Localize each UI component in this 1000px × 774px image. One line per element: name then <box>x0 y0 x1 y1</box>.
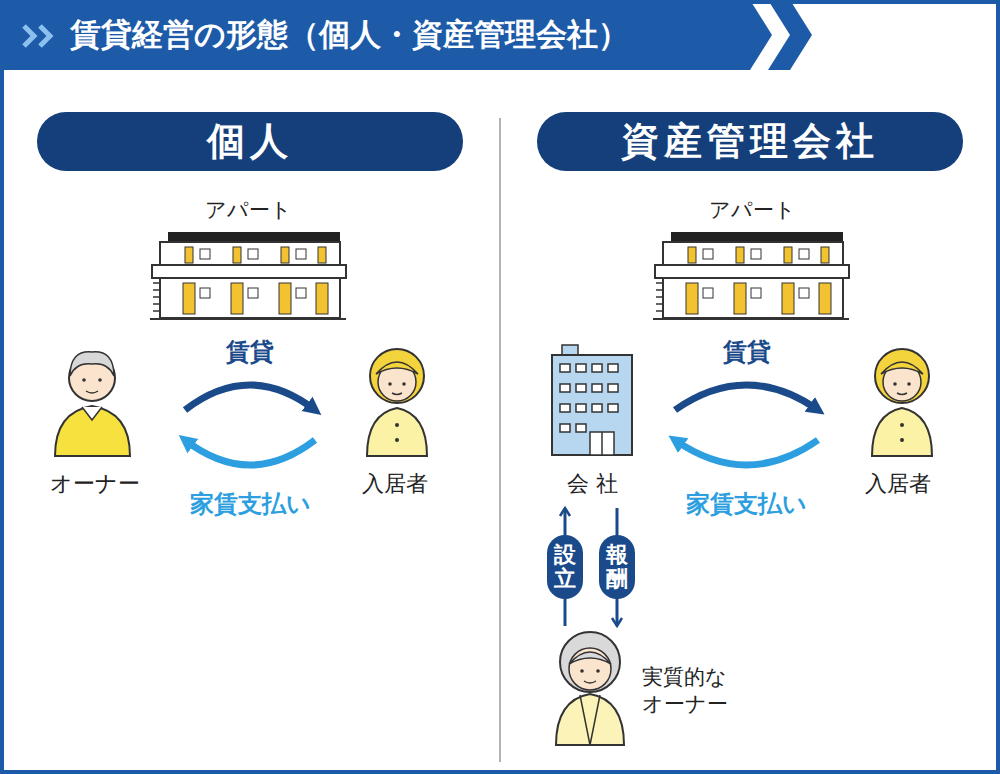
node-text: 個人 <box>207 116 293 167</box>
flow-arrow <box>185 440 315 465</box>
flow-arrow <box>675 385 818 410</box>
title-text: 賃貸経営の形態（個人・資産管理会社） <box>70 15 629 53</box>
edge-label: 設立 <box>554 543 576 591</box>
node-text: 入居者 <box>362 470 428 498</box>
node-text: オーナー <box>50 470 140 498</box>
person-figure: オーナー <box>40 340 150 498</box>
flow-arrow <box>185 385 315 410</box>
part-label: アパート <box>709 196 796 224</box>
node-text: 会 社 <box>567 470 618 498</box>
edge-label: 家賃支払い <box>686 488 807 520</box>
node-text: 実質的な オーナー <box>642 664 742 718</box>
edge-pill: 設立 <box>547 535 583 599</box>
person-figure: 実質的な オーナー <box>550 632 755 750</box>
edge-label: 賃貸 <box>226 336 274 368</box>
person-figure: 入居者 <box>848 340 948 498</box>
header-pill: 個人 <box>37 112 463 171</box>
node-text: 入居者 <box>865 470 931 498</box>
flow-arrow <box>675 440 818 465</box>
node-text: 資産管理会社 <box>621 116 879 167</box>
part-label: アパート <box>205 196 292 224</box>
edge-label: 報酬 <box>606 543 628 591</box>
edge-pill: 報酬 <box>599 535 635 599</box>
edge-label: 家賃支払い <box>190 488 311 520</box>
company-figure: 会 社 <box>545 340 640 498</box>
header-pill: 資産管理会社 <box>537 112 963 171</box>
edge-label: 賃貸 <box>723 336 771 368</box>
person-figure: 入居者 <box>345 340 445 498</box>
